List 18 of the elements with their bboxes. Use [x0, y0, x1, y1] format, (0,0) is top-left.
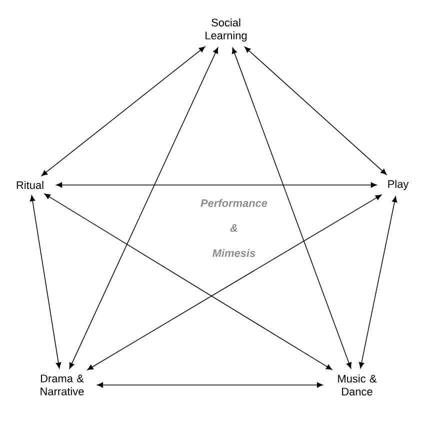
node-label: Music & Dance [338, 374, 377, 396]
center-label: Performance [200, 198, 268, 208]
double-arrow [358, 196, 398, 368]
double-arrow [41, 46, 206, 176]
double-arrow [87, 194, 382, 370]
double-arrow [244, 46, 387, 175]
double-arrow [69, 48, 218, 369]
node-label: Drama & Narrative [40, 374, 84, 396]
double-arrow [44, 194, 332, 370]
node-label: Ritual [16, 180, 44, 190]
center-label: Mimesis [212, 248, 256, 258]
double-arrow [232, 48, 352, 368]
double-arrow [30, 195, 62, 368]
node-label: Play [388, 180, 409, 190]
double-arrow [56, 182, 377, 188]
node-label: Social Learning [206, 18, 247, 42]
center-label: & [230, 224, 238, 232]
double-arrow [97, 382, 323, 388]
